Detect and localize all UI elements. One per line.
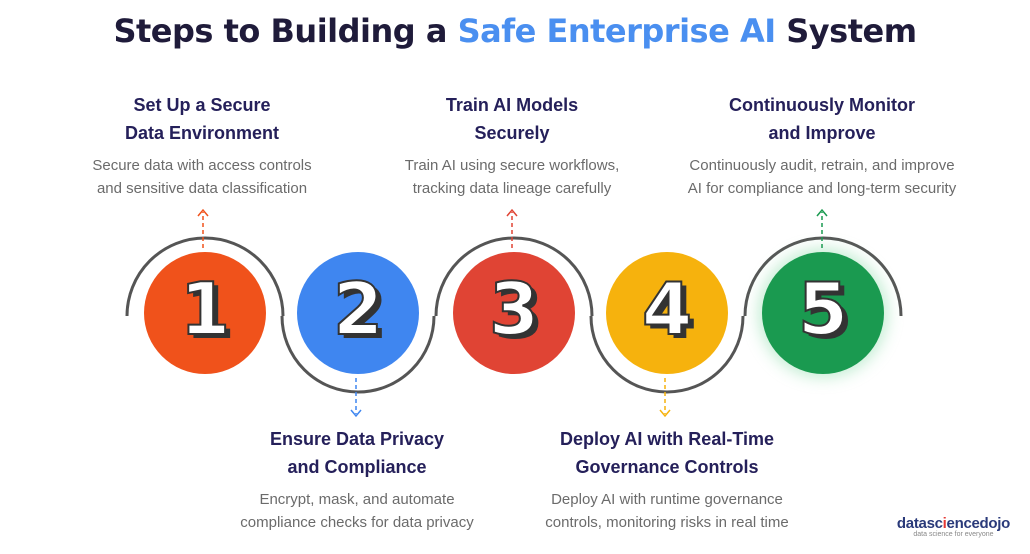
step-2-desc-line2: compliance checks for data privacy [240, 514, 474, 531]
step-1-title: Set Up a Secure Data Environment [92, 91, 312, 147]
step-4-desc-line2: controls, monitoring risks in real time [545, 514, 789, 531]
ring-4 [589, 315, 745, 394]
step-1-title-line1: Set Up a Secure [133, 95, 271, 115]
step-3-circle: 3 3 [453, 252, 575, 374]
step-4-description: Deploy AI with runtime governance contro… [507, 488, 827, 534]
step-5-desc-line2: AI for compliance and long-term security [687, 180, 957, 197]
step-1-description: Secure data with access controls and sen… [62, 154, 342, 200]
step-2-circle: 2 2 [297, 252, 419, 374]
step-1-circle: 1 1 [144, 252, 266, 374]
logo-part2: sc [926, 515, 943, 532]
step-1-desc-line2: and sensitive data classification [96, 180, 308, 197]
step-5-number-shadow: 5 [803, 271, 853, 355]
step-4-title-line2: Governance Controls [575, 457, 759, 477]
step-3-arrow-up-icon [506, 208, 518, 248]
step-1-title-line2: Data Environment [124, 123, 280, 143]
brand-tagline: data science for everyone [913, 531, 994, 538]
ring-1 [125, 236, 285, 317]
step-1-arrow-up-icon [197, 208, 209, 248]
step-3-title: Train AI Models Securely [402, 91, 622, 147]
step-5-arrow-up-icon [816, 208, 828, 248]
step-4-title-line1: Deploy AI with Real-Time [559, 429, 775, 449]
ring-2 [280, 315, 436, 394]
title-highlight: Safe Enterprise AI [457, 12, 777, 50]
logo-part3: i [942, 515, 947, 532]
step-3-desc-line2: tracking data lineage carefully [412, 180, 612, 197]
title-prefix: Steps to Building a [113, 12, 458, 50]
step-5-desc-line1: Continuously audit, retrain, and improve [689, 157, 955, 174]
step-1-desc-line1: Secure data with access controls [92, 157, 312, 174]
step-2-title: Ensure Data Privacy and Compliance [237, 425, 477, 481]
step-5-title-line1: Continuously Monitor [729, 95, 915, 115]
step-4-circle: 4 4 [606, 252, 728, 374]
step-2-number-shadow: 2 [338, 271, 388, 355]
page-title: Steps to Building a Safe Enterprise AI S… [0, 12, 1030, 50]
step-1-number-shadow: 1 [185, 271, 235, 355]
step-5-circle: 5 5 [762, 252, 884, 374]
title-suffix: System [775, 12, 917, 50]
step-3-desc-line1: Train AI using secure workflows, [404, 157, 620, 174]
step-1-number: 1 [180, 267, 230, 351]
ring-3 [434, 236, 594, 317]
step-5-title-line2: and Improve [768, 123, 876, 143]
step-2-desc-line1: Encrypt, mask, and automate [259, 491, 455, 508]
step-2-title-line1: Ensure Data Privacy [269, 429, 445, 449]
brand-wordmark: datasciencedojo [897, 515, 1010, 532]
step-5-number: 5 [798, 267, 848, 351]
step-3-number-shadow: 3 [494, 271, 544, 355]
step-3-number: 3 [489, 267, 539, 351]
step-2-title-line2: and Compliance [287, 457, 427, 477]
step-5-description: Continuously audit, retrain, and improve… [662, 154, 982, 200]
step-3-title-line1: Train AI Models [445, 95, 579, 115]
step-3-title-line2: Securely [474, 123, 550, 143]
ring-5 [743, 236, 903, 317]
step-4-title: Deploy AI with Real-Time Governance Cont… [517, 425, 817, 481]
step-3-description: Train AI using secure workflows, trackin… [372, 154, 652, 200]
step-4-desc-line1: Deploy AI with runtime governance [551, 491, 783, 508]
step-4-number-shadow: 4 [647, 271, 697, 355]
step-2-number: 2 [333, 267, 383, 351]
step-2-description: Encrypt, mask, and automate compliance c… [207, 488, 507, 534]
brand-logo: datasciencedojo data science for everyon… [897, 515, 1010, 538]
step-2-arrow-down-icon [350, 378, 362, 418]
logo-part1: data [896, 515, 927, 532]
step-4-number: 4 [642, 267, 692, 351]
step-5-title: Continuously Monitor and Improve [692, 91, 952, 147]
step-4-arrow-down-icon [659, 378, 671, 418]
logo-part4: encedojo [946, 515, 1011, 532]
